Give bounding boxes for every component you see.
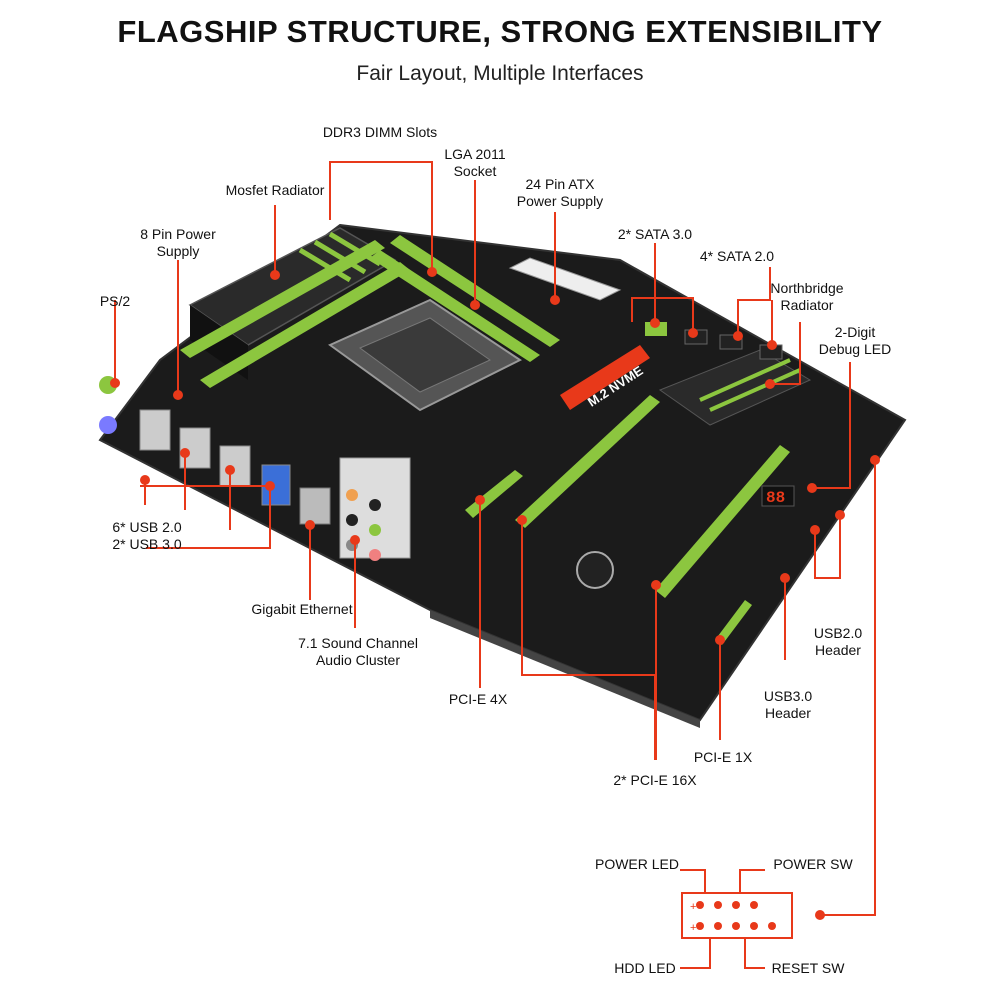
m2-slot xyxy=(560,345,650,410)
label-lga2011-socket: LGA 2011 Socket xyxy=(444,146,506,179)
svg-text:+: + xyxy=(690,922,696,934)
debug-led-digits: 88 xyxy=(766,489,785,507)
ps2-port xyxy=(99,416,117,434)
atx24-connector xyxy=(508,257,622,301)
pcie16x-slot xyxy=(515,395,660,528)
label-audio-cluster: 7.1 Sound Channel Audio Cluster xyxy=(298,635,418,668)
ddr3-slot xyxy=(370,250,540,362)
ddr3-slot xyxy=(180,240,385,358)
label-usb: 6* USB 2.0 2* USB 3.0 xyxy=(112,519,182,552)
label-8pin-power: 8 Pin Power Supply xyxy=(140,226,216,259)
label-power-sw: POWER SW xyxy=(773,856,853,872)
ddr3-slot xyxy=(200,262,410,388)
label-reset-sw: RESET SW xyxy=(771,960,845,976)
label-northbridge-radiator: Northbridge Radiator xyxy=(770,280,844,313)
label-24pin-atx: 24 Pin ATX Power Supply xyxy=(516,176,604,209)
label-mosfet-radiator: Mosfet Radiator xyxy=(225,182,325,198)
label-sata2: 4* SATA 2.0 xyxy=(699,248,775,264)
front-panel-header xyxy=(681,892,793,939)
label-pcie-16x: 2* PCI-E 16X xyxy=(613,772,697,788)
leader-dots xyxy=(110,267,880,920)
leader-lines xyxy=(114,161,876,969)
label-power-led: POWER LED xyxy=(594,856,679,872)
debug-led xyxy=(761,485,795,507)
label-pcie-1x: PCI-E 1X xyxy=(693,749,753,765)
page-subtitle: Fair Layout, Multiple Interfaces xyxy=(356,62,644,85)
usb-port xyxy=(139,409,171,451)
page-title: FLAGSHIP STRUCTURE, STRONG EXTENSIBILITY xyxy=(117,14,883,49)
cmos-battery xyxy=(576,551,614,589)
label-pcie-4x: PCI-E 4X xyxy=(448,691,508,707)
label-ddr3-dimm-slots: DDR3 DIMM Slots xyxy=(322,124,438,140)
ethernet-port xyxy=(299,487,331,525)
pcie16x-slot xyxy=(655,445,790,598)
label-usb2-header: USB2.0 Header xyxy=(813,625,863,658)
label-debug-led: 2-Digit Debug LED xyxy=(818,324,892,357)
pcie1x-slot xyxy=(715,600,752,645)
usb-port xyxy=(219,445,251,487)
label-hdd-led: HDD LED xyxy=(614,960,676,976)
label-usb3-header: USB3.0 Header xyxy=(763,688,813,721)
svg-text:+: + xyxy=(690,901,696,913)
front-panel-pins xyxy=(696,901,776,930)
motherboard-edge xyxy=(430,610,700,728)
sata3-port xyxy=(645,322,667,336)
label-gigabit-ethernet: Gigabit Ethernet xyxy=(251,601,353,617)
label-ps2: PS/2 xyxy=(99,293,131,309)
label-sata3: 2* SATA 3.0 xyxy=(617,226,693,242)
